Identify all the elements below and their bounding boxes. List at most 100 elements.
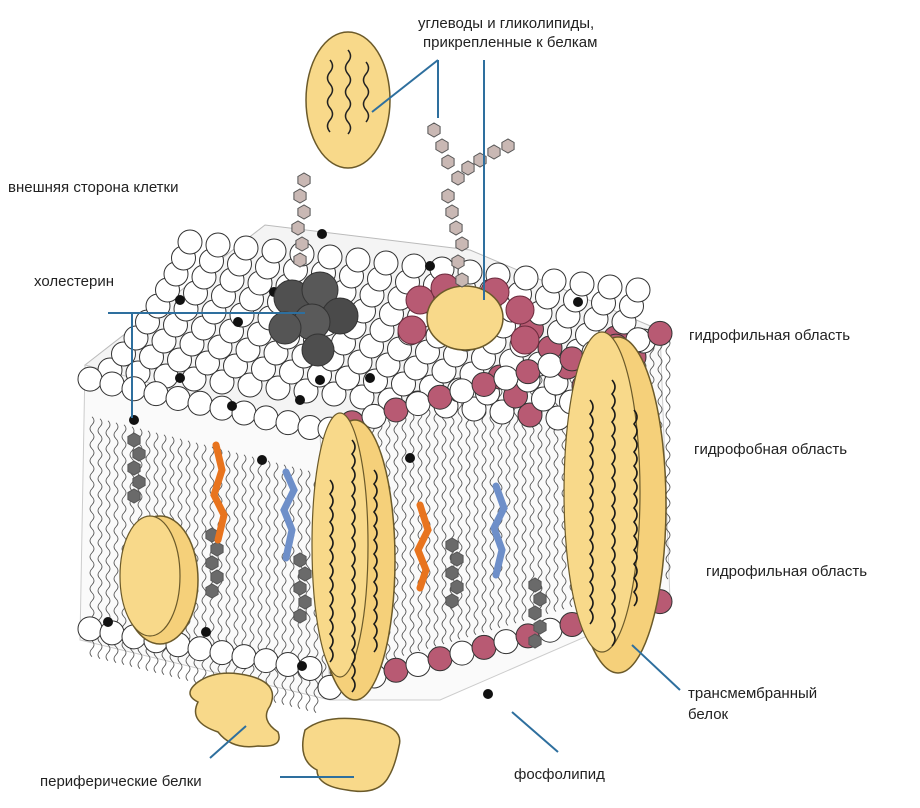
phospholipid-head: [648, 321, 672, 345]
phospholipid-head: [374, 251, 398, 275]
hexagon-unit: [211, 570, 223, 584]
hexagon-unit: [128, 489, 140, 503]
hexagon-unit: [299, 567, 311, 581]
hexagon-unit: [294, 189, 306, 203]
glycerol-dot: [405, 453, 415, 463]
phospholipid-head: [78, 367, 102, 391]
transmembrane-protein-center: [312, 413, 395, 700]
phospholipid-head: [206, 233, 230, 257]
hexagon-unit: [456, 237, 468, 251]
phospholipid-head: [122, 377, 146, 401]
hexagon-unit: [534, 620, 546, 634]
hexagon-unit: [298, 205, 310, 219]
hydrophilic-bottom-label: гидрофильная область: [706, 562, 867, 581]
cholesterol-label: холестерин: [34, 272, 114, 291]
phospholipid-head: [346, 248, 370, 272]
hexagon-unit: [294, 609, 306, 623]
phospholipid-head: [494, 630, 518, 654]
hexagon-unit: [452, 171, 464, 185]
glycerol-dot: [175, 373, 185, 383]
hexagon-unit: [446, 205, 458, 219]
hexagon-unit: [206, 556, 218, 570]
glycerol-dot: [201, 627, 211, 637]
hexagon-unit: [529, 578, 541, 592]
hexagon-unit: [211, 542, 223, 556]
glycerol-dot: [233, 317, 243, 327]
transmembrane-protein-right: [564, 332, 666, 673]
hexagon-unit: [534, 592, 546, 606]
hexagon-unit: [294, 581, 306, 595]
phospholipid-head: [516, 360, 540, 384]
glycerol-dot: [425, 261, 435, 271]
hexagon-unit: [451, 552, 463, 566]
free-protein: [306, 32, 390, 168]
hexagon-unit: [488, 145, 500, 159]
phospholipid-head: [188, 637, 212, 661]
phospholipid-head: [276, 411, 300, 435]
glycerol-dot: [103, 617, 113, 627]
phospholipid-head: [472, 372, 496, 396]
phospholipid-head: [276, 653, 300, 677]
hexagon-unit: [452, 255, 464, 269]
hexagon-unit: [128, 461, 140, 475]
glycerol-dot: [295, 395, 305, 405]
peripheral-label: периферические белки: [40, 772, 202, 791]
phospholipid-head: [254, 649, 278, 673]
phospholipid-head: [428, 385, 452, 409]
phospholipid-head: [318, 245, 342, 269]
hexagon-unit: [294, 253, 306, 267]
phospholipid-head: [598, 275, 622, 299]
hexagon-unit: [451, 580, 463, 594]
hexagon-unit: [292, 221, 304, 235]
phospholipid-head: [178, 230, 202, 254]
hexagon-unit: [529, 606, 541, 620]
hexagon-unit: [299, 595, 311, 609]
glycerol-dot: [365, 373, 375, 383]
hexagon-unit: [298, 173, 310, 187]
peripheral-protein: [303, 718, 400, 791]
phospholipid-head: [144, 382, 168, 406]
glycerol-dot: [257, 455, 267, 465]
phospholipid-head: [78, 617, 102, 641]
carbohydrates-label-line1: углеводы и гликолипиды,: [418, 14, 594, 33]
phospholipid-head: [542, 269, 566, 293]
phospholipid-head: [626, 278, 650, 302]
phospholipid-head: [100, 372, 124, 396]
glycerol-dot: [573, 297, 583, 307]
hexagon-unit: [456, 273, 468, 287]
phospholipid-head: [514, 266, 538, 290]
hexagon-unit: [206, 584, 218, 598]
hexagon-unit: [446, 566, 458, 580]
hexagon-unit: [446, 594, 458, 608]
hexagon-unit: [128, 433, 140, 447]
phospholipid-head: [384, 398, 408, 422]
phospholipid-head: [254, 406, 278, 430]
phospholipid-label: фосфолипид: [514, 765, 605, 784]
leader-line-transmembrane: [632, 645, 680, 690]
phospholipid-head: [384, 658, 408, 682]
transmembrane-label-line2: белок: [688, 705, 728, 724]
phospholipid-head: [234, 236, 258, 260]
phospholipid-head: [494, 366, 518, 390]
hexagon-unit: [446, 538, 458, 552]
outer-side-label: внешняя сторона клетки: [8, 178, 179, 197]
hydrophobic-label: гидрофобная область: [694, 440, 847, 459]
hexagon-unit: [462, 161, 474, 175]
hydrophilic-top-label: гидрофильная область: [689, 326, 850, 345]
hexagon-unit: [436, 139, 448, 153]
glycerol-dot: [175, 295, 185, 305]
phospholipid-head: [406, 653, 430, 677]
hexagon-unit: [442, 155, 454, 169]
leader-line-phospholipid: [512, 712, 558, 752]
glycerol-dot: [317, 229, 327, 239]
phospholipid-head: [472, 635, 496, 659]
transmembrane-label-line1: трансмембранный: [688, 684, 817, 703]
glycerol-dot: [129, 415, 139, 425]
glycerol-dot: [315, 375, 325, 385]
glycerol-dot: [483, 689, 493, 699]
phospholipid-head: [450, 641, 474, 665]
phospholipid-head: [402, 254, 426, 278]
hexagon-unit: [133, 475, 145, 489]
phospholipid-head: [210, 641, 234, 665]
phospholipid-head: [406, 392, 430, 416]
